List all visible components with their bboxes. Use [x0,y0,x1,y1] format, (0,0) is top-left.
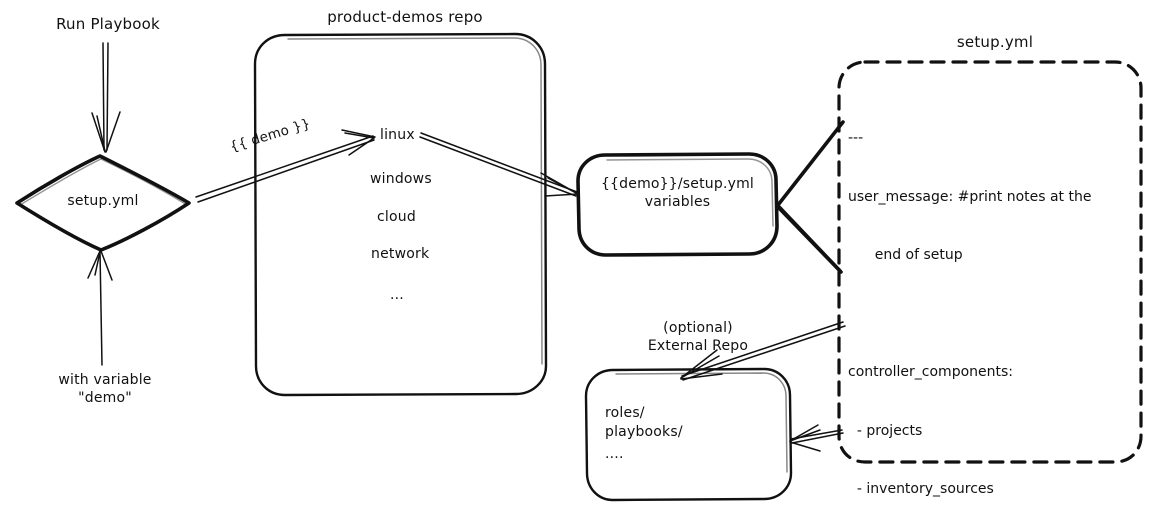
repo-item-windows: windows [370,171,432,187]
repo-item-ellipsis: ... [390,287,404,303]
product-demos-repo-title: product-demos repo [327,8,483,26]
external-repo-item-ellipsis: .... [605,446,624,462]
external-repo-title: (optional)External Repo [647,320,749,354]
setup-yml-dashed-title: setup.yml [956,33,1034,51]
with-variable-arrow [87,250,113,366]
with-variable-label: with variable"demo" [58,372,152,406]
jobtemplates-to-external-repo-arrow [789,424,844,452]
repo-item-cloud: cloud [377,209,416,225]
yml-line: --- [848,130,864,146]
run-playbook-arrow [91,42,121,153]
demo-variable-edge-label: {{ demo }} [228,115,313,156]
variables-to-setupyml-connector [776,120,845,274]
setup-yml-diamond-label: setup.yml [67,193,139,209]
demo-variable-arrow [195,129,376,203]
run-playbook-label: Run Playbook [56,15,160,33]
repo-item-network: network [371,246,430,262]
yml-line: controller_components: [848,364,1013,380]
yml-line: - projects [848,422,923,439]
yml-line: user_message: #print notes at the [848,188,1092,205]
yml-line: - inventory_sources [848,481,994,497]
yml-line [848,305,1138,325]
external-repo-item-roles: roles/ [605,405,645,421]
external-repo-item-playbooks: playbooks/ [605,424,683,440]
linux-to-variables-arrow [419,132,579,197]
yml-line: end of setup [848,247,963,263]
setup-yml-file-content: --- user_message: #print notes at the en… [848,90,1138,505]
repo-item-linux: linux [380,127,415,143]
